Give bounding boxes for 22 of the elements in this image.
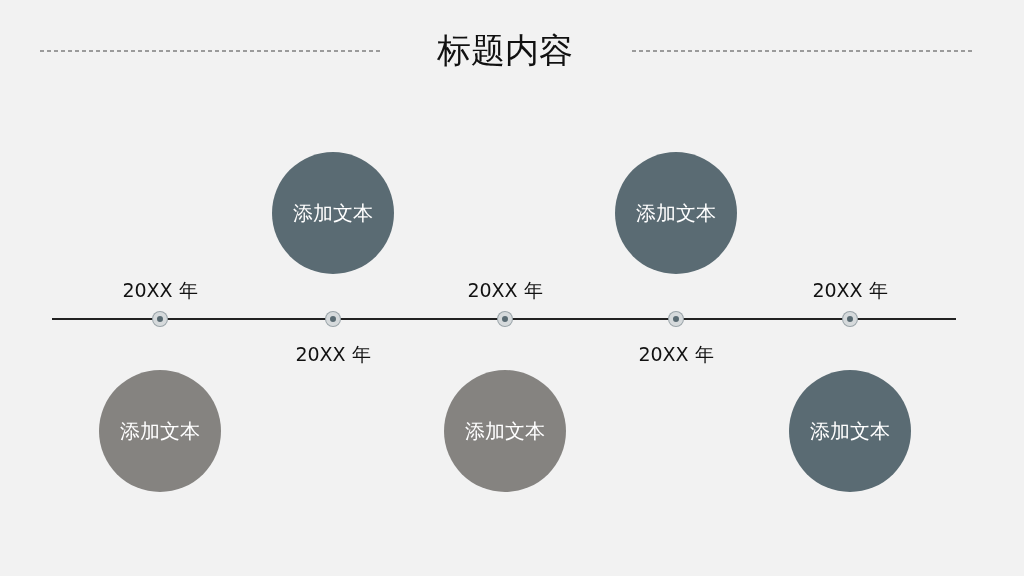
timeline-dot bbox=[843, 312, 857, 326]
timeline-dot bbox=[153, 312, 167, 326]
year-label: 20XX 年 bbox=[638, 342, 714, 367]
year-label: 20XX 年 bbox=[812, 278, 888, 303]
year-label: 20XX 年 bbox=[295, 342, 371, 367]
event-circle: 添加文本 bbox=[444, 370, 566, 492]
event-circle: 添加文本 bbox=[99, 370, 221, 492]
event-circle: 添加文本 bbox=[615, 152, 737, 274]
timeline-line bbox=[511, 318, 670, 320]
timeline-dot bbox=[669, 312, 683, 326]
timeline-dot bbox=[326, 312, 340, 326]
timeline-line bbox=[51, 318, 154, 320]
year-label: 20XX 年 bbox=[467, 278, 543, 303]
timeline-line bbox=[166, 318, 327, 320]
timeline-line bbox=[339, 318, 499, 320]
timeline-dot bbox=[498, 312, 512, 326]
timeline-line bbox=[856, 318, 957, 320]
event-circle: 添加文本 bbox=[272, 152, 394, 274]
title: 标题内容 bbox=[437, 29, 573, 72]
event-circle: 添加文本 bbox=[789, 370, 911, 492]
timeline-line bbox=[682, 318, 844, 320]
year-label: 20XX 年 bbox=[122, 278, 198, 303]
